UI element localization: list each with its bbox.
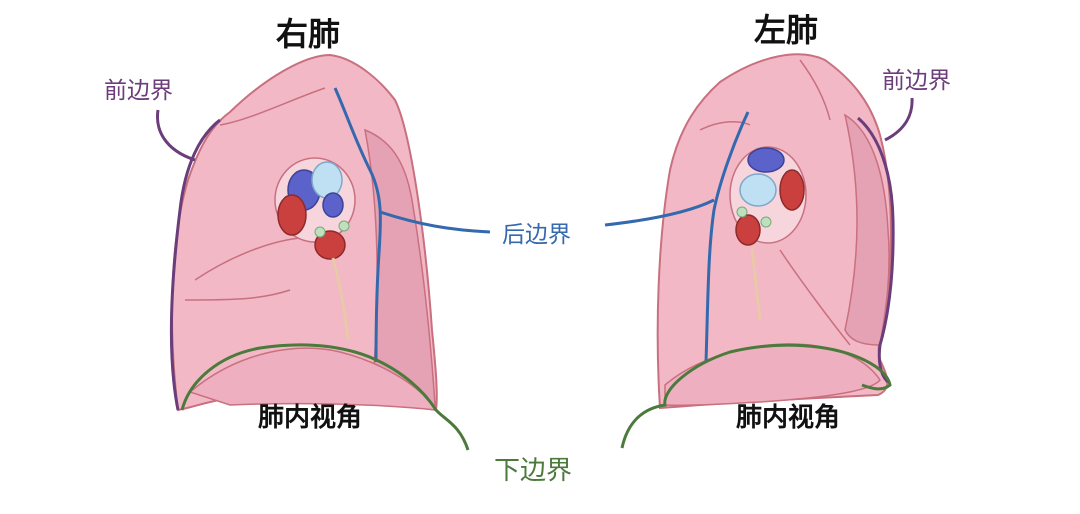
left-lung-hilum [729,146,807,321]
left-anterior-leader [884,97,914,142]
left-hilum-lymph-node [736,206,748,218]
left-lung-title: 左肺 [754,11,819,49]
right-hilum-vein-2 [322,192,344,218]
right-hilum-lymph-node-2 [338,220,350,232]
right-anterior-border-line [169,118,221,411]
posterior-border-label: 后边界 [502,222,571,248]
left-inferior-border-line [620,343,892,449]
right-anterior-border-label: 前边界 [104,78,173,104]
right-pulmonary-ligament [331,257,350,341]
left-hilum-bronchus [739,173,777,207]
right-lung-title: 右肺 [276,15,341,53]
left-hilum-artery [779,169,805,211]
left-hilum-lymph-node-2 [760,216,772,228]
left-cardiophrenic-angle-label: 肺内视角 [736,403,841,433]
left-anterior-border-line [857,116,895,384]
right-anterior-leader [155,109,196,162]
left-hilum-artery-2 [735,214,761,246]
inferior-border-label: 下边界 [494,456,573,486]
left-lung-fissure [699,59,851,346]
right-hilum-lymph-node [314,226,326,238]
right-hilum-artery [277,194,307,236]
left-posterior-border-line [704,111,750,363]
right-lung [169,53,470,451]
right-inferior-border-line [180,343,470,451]
left-hilum-vein [747,147,785,173]
right-cardiophrenic-angle-label: 肺内视角 [258,403,363,433]
right-hilum-artery-2 [314,230,346,260]
left-anterior-border-label: 前边界 [882,68,951,94]
right-posterior-border-line [333,87,382,363]
right-lung-hilum [274,157,356,341]
right-hilum-bronchus [311,161,343,199]
left-lung [620,53,895,449]
right-posterior-leader [379,210,491,234]
right-lung-fissure [184,87,326,301]
right-lung-base [188,347,438,411]
left-pulmonary-ligament [750,247,762,321]
left-posterior-leader [604,198,715,227]
